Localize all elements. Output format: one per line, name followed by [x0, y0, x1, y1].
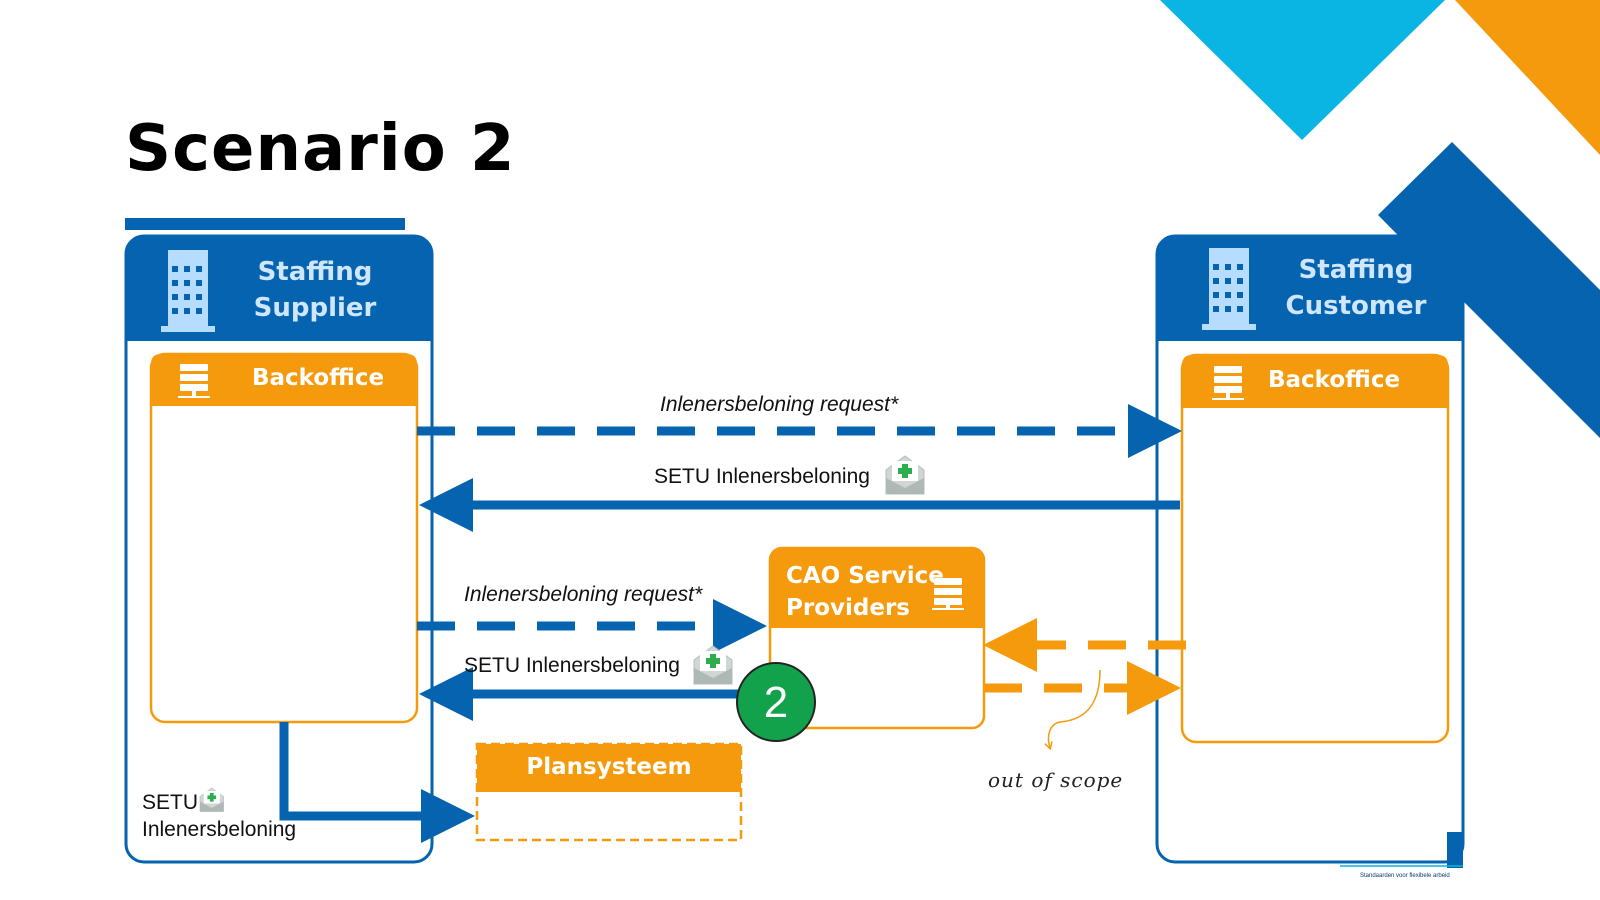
- corner-triangle-orange: [1455, 0, 1600, 155]
- envelope-icon: [885, 455, 925, 495]
- supplier-title-line2: Supplier: [253, 293, 377, 323]
- step-badge-circle: [736, 662, 816, 742]
- page-title: Scenario 2: [125, 112, 516, 186]
- supplier-title-line1: Staffing: [257, 257, 373, 287]
- customer-building-icon: [1202, 248, 1256, 330]
- customer-backoffice-label: Backoffice: [1268, 367, 1401, 393]
- cao-title-line1: CAO Service: [786, 563, 944, 589]
- plansysteem-arrow: [279, 722, 475, 843]
- footer-text: Standaarden voor flexibele arbeid: [1360, 873, 1450, 879]
- customer-building-windows: [1213, 264, 1243, 312]
- response-top-label: SETU Inlenersbeloning: [654, 465, 870, 488]
- customer-title: Staffing Customer: [1276, 252, 1436, 324]
- out-of-scope-pointer: [1048, 669, 1101, 748]
- footer-logo-mark: [1447, 832, 1463, 868]
- request-top-label: Inlenersbeloning request*: [660, 393, 899, 416]
- customer-backoffice-header: [1182, 355, 1448, 408]
- corner-triangle-light-blue: [1160, 0, 1445, 140]
- customer-server-icon: [1212, 366, 1244, 400]
- plansysteem-label: Plansysteem: [526, 754, 692, 780]
- envelope-icon: [693, 645, 733, 685]
- step-badge-number: 2: [764, 678, 788, 727]
- customer-title-line1: Staffing: [1298, 255, 1414, 285]
- cao-title: CAO Service Providers: [786, 560, 944, 624]
- request-mid-label: Inlenersbeloning request*: [464, 583, 703, 606]
- plansysteem-header: [477, 744, 741, 792]
- supplier-backoffice-label: Backoffice: [252, 365, 385, 391]
- customer-title-line2: Customer: [1285, 291, 1427, 321]
- envelope-icon: [199, 787, 224, 812]
- supplier-building-windows: [172, 266, 202, 314]
- plansysteem-message-line1: SETU: [142, 791, 199, 814]
- out-of-scope-label: out of scope: [988, 768, 1124, 792]
- supplier-backoffice-box: [149, 352, 419, 724]
- cao-header: [770, 548, 984, 628]
- cao-server-icon: [932, 578, 964, 610]
- cao-title-line2: Providers: [786, 595, 910, 621]
- corner-chevron-blue: [1378, 142, 1600, 438]
- plansysteem-message-line2: Inlenersbeloning: [142, 818, 297, 841]
- customer-backoffice-box: [1180, 353, 1450, 744]
- supplier-title: Staffing Supplier: [240, 254, 390, 326]
- supplier-server-icon: [178, 364, 210, 398]
- supplier-backoffice-header: [151, 354, 417, 406]
- title-underline: [125, 218, 405, 230]
- response-mid-label: SETU Inlenersbeloning: [464, 654, 680, 677]
- supplier-building-icon: [161, 250, 215, 332]
